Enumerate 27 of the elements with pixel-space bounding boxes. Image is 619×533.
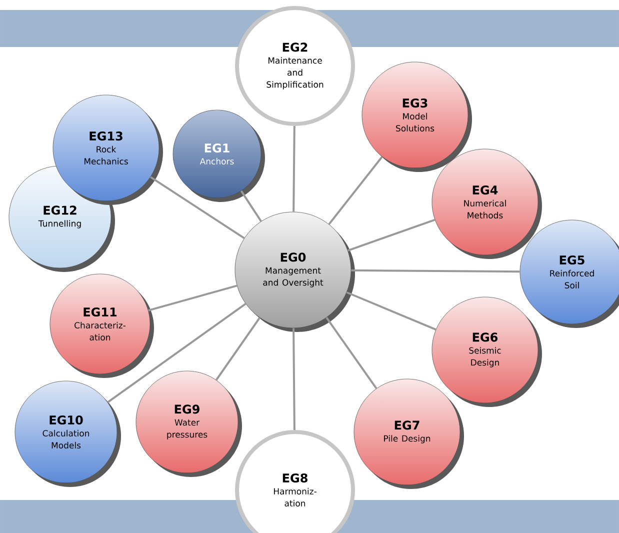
circle-node: EG8 Harmoniz- ation: [235, 430, 355, 533]
circle-node: EG3 Model Solutions: [362, 62, 472, 172]
circle-node: EG1 Anchors: [172, 110, 265, 202]
circle-node: EG2 Maintenance and Simplification: [235, 6, 355, 126]
circle-node: EG4 Numerical Methods: [432, 148, 542, 259]
connector-line: [292, 126, 296, 212]
connector-line: [107, 302, 246, 404]
connector-line: [348, 218, 436, 252]
connector-line: [346, 291, 436, 330]
circle-node: EG0 Management and Oversight: [234, 212, 355, 332]
connector-line: [326, 317, 378, 390]
circle-node: EG7 Pile Design: [354, 378, 464, 489]
circle-node: EG6 Seismic Design: [432, 296, 542, 407]
node-label: Harmoniz- ation: [274, 488, 316, 507]
connector-line: [351, 269, 520, 273]
circle-node: EG10 Calculation Models: [14, 380, 121, 487]
node-label: EG8: [282, 473, 308, 483]
connector-line: [292, 328, 296, 430]
connector-line: [215, 317, 261, 381]
circle-node: EG13 Rock Mechanics: [52, 94, 163, 205]
connector-line: [150, 176, 245, 240]
connector-line: [328, 156, 383, 225]
circle-node: EG5 Reinforced Soil: [520, 220, 619, 328]
connector-line: [240, 190, 262, 222]
circle-node: EG9 Water pressures: [136, 370, 242, 477]
circle-node: EG11 Characteriz- ation: [50, 274, 154, 378]
connector-line: [148, 284, 238, 312]
